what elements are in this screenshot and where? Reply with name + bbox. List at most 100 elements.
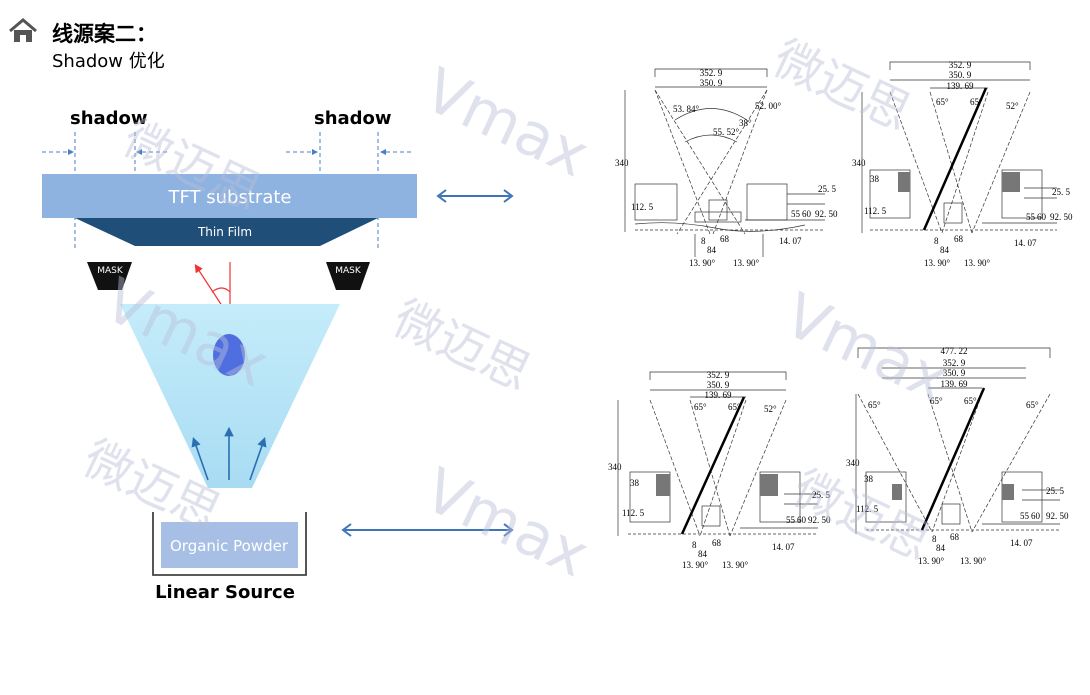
d4-dim-18: 84 (936, 543, 946, 553)
d1-dim-1: 350. 9 (700, 78, 723, 88)
d4-dim-19: 13. 90° (918, 556, 945, 566)
d3-dim-7: 38 (630, 478, 640, 488)
d2-dim-4: 65° (970, 97, 983, 107)
d4-dim-6: 65° (964, 396, 977, 406)
d2-dim-8: 112. 5 (864, 206, 887, 216)
d4-dim-1: 352. 9 (943, 358, 966, 368)
link-arrow-top (436, 189, 514, 203)
d4-dim-9: 38 (864, 474, 874, 484)
d1-dim-4: 38° (739, 118, 752, 128)
d1-dim-7: 112. 5 (631, 202, 654, 212)
evaporation-schematic: shadow shadow TFT substrate Thin Film MA… (42, 108, 514, 603)
source-label: Linear Source (155, 582, 295, 603)
d4-dim-20: 13. 90° (960, 556, 987, 566)
d2-dim-10: 55 (1026, 212, 1036, 222)
d1-dim-3: 52. 00° (755, 101, 782, 111)
d3-dim-9: 25. 5 (812, 490, 831, 500)
d3-dim-4: 65° (728, 402, 741, 412)
shadow-label-right: shadow (314, 108, 392, 129)
d1-dim-11: 92. 50 (815, 209, 838, 219)
d2-dim-1: 350. 9 (949, 70, 972, 80)
d1-dim-17: 13. 90° (733, 258, 760, 268)
d3-dim-5: 52° (764, 404, 777, 414)
d4-dim-17: 68 (950, 532, 960, 542)
d2-dim-11: 60 (1037, 212, 1047, 222)
d4-dim-16: 8 (932, 534, 937, 544)
d2-dim-0: 352. 9 (949, 60, 972, 70)
d4-dim-4: 65° (868, 400, 881, 410)
d4-dim-5: 65° (930, 396, 943, 406)
page-subtitle: Shadow 优化 (52, 51, 165, 72)
source-crucible (152, 512, 307, 576)
d4-dim-2: 350. 9 (943, 368, 966, 378)
mask-right (326, 262, 370, 290)
d3-dim-10: 55 (786, 515, 796, 525)
d2-dim-2: 139. 69 (947, 81, 975, 91)
tech-drawing-1: 352. 9 350. 9 53. 84° 52. 00° 38° 55. 52… (615, 68, 838, 268)
d3-dim-6: 340 (608, 462, 622, 472)
d4-dim-7: 65° (1026, 400, 1039, 410)
d3-dim-17: 13. 90° (682, 560, 709, 570)
d2-dim-9: 25. 5 (1052, 187, 1071, 197)
d2-dim-6: 340 (852, 158, 866, 168)
d3-dim-13: 14. 07 (772, 542, 795, 552)
film-label: Thin Film (197, 225, 252, 239)
d2-dim-5: 52° (1006, 101, 1019, 111)
d4-dim-3: 139. 69 (941, 379, 969, 389)
powder-label: Organic Powder (170, 537, 289, 555)
organic-molecule (213, 334, 245, 376)
d2-dim-12: 92. 50 (1050, 212, 1073, 222)
d2-dim-13: 14. 07 (1014, 238, 1037, 248)
d2-dim-16: 84 (940, 245, 950, 255)
d1-dim-16: 13. 90° (689, 258, 716, 268)
mask-left-label: MASK (97, 266, 124, 276)
d3-dim-16: 84 (698, 549, 708, 559)
mask-left (87, 262, 132, 290)
substrate-label: TFT substrate (168, 187, 292, 208)
d2-dim-17: 13. 90° (924, 258, 951, 268)
page-title: 线源案二： (52, 22, 157, 46)
d2-dim-7: 38 (870, 174, 880, 184)
d3-dim-8: 112. 5 (622, 508, 645, 518)
d4-dim-13: 60 (1031, 511, 1041, 521)
mask-right-label: MASK (335, 266, 362, 276)
d4-dim-12: 55 (1020, 511, 1030, 521)
d4-dim-11: 25. 5 (1046, 486, 1065, 496)
d4-dim-10: 112. 5 (856, 504, 879, 514)
d2-dim-18: 13. 90° (964, 258, 991, 268)
d3-dim-12: 92. 50 (808, 515, 831, 525)
d3-dim-14: 8 (692, 540, 697, 550)
d3-dim-18: 13. 90° (722, 560, 749, 570)
d2-dim-3: 65° (936, 97, 949, 107)
d3-dim-1: 350. 9 (707, 380, 730, 390)
d1-dim-12: 14. 07 (779, 236, 802, 246)
tech-drawing-3: 352. 9 350. 9 139. 69 65° 65° 52° 340 38… (608, 370, 831, 570)
thin-film (75, 218, 378, 246)
d3-dim-15: 68 (712, 538, 722, 548)
d4-dim-8: 340 (846, 458, 860, 468)
d3-dim-3: 65° (694, 402, 707, 412)
d1-dim-14: 68 (720, 234, 730, 244)
organic-powder (161, 522, 298, 568)
vapor-arrows (191, 426, 267, 481)
d1-dim-6: 340 (615, 158, 629, 168)
d2-dim-14: 8 (934, 236, 939, 246)
d4-dim-14: 92. 50 (1046, 511, 1069, 521)
d1-dim-8: 25. 5 (818, 184, 837, 194)
tech-drawing-4: 477. 22 352. 9 350. 9 139. 69 65° 65° 65… (846, 346, 1069, 566)
d4-dim-0: 477. 22 (941, 346, 968, 356)
d4-dim-15: 14. 07 (1010, 538, 1033, 548)
d1-dim-10: 60 (802, 209, 812, 219)
d3-dim-0: 352. 9 (707, 370, 730, 380)
d3-dim-11: 60 (797, 515, 807, 525)
shadow-label-left: shadow (70, 108, 148, 129)
d1-dim-9: 55 (791, 209, 801, 219)
vapor-cone (120, 304, 340, 488)
tech-drawing-2: 352. 9 350. 9 139. 69 65° 65° 52° 340 38… (852, 60, 1073, 268)
d3-dim-2: 139. 69 (705, 390, 733, 400)
d1-dim-5: 55. 52° (713, 127, 740, 137)
d1-dim-0: 352. 9 (700, 68, 723, 78)
tft-substrate (42, 174, 417, 218)
d1-dim-15: 84 (707, 245, 717, 255)
link-arrow-bottom (341, 523, 514, 537)
